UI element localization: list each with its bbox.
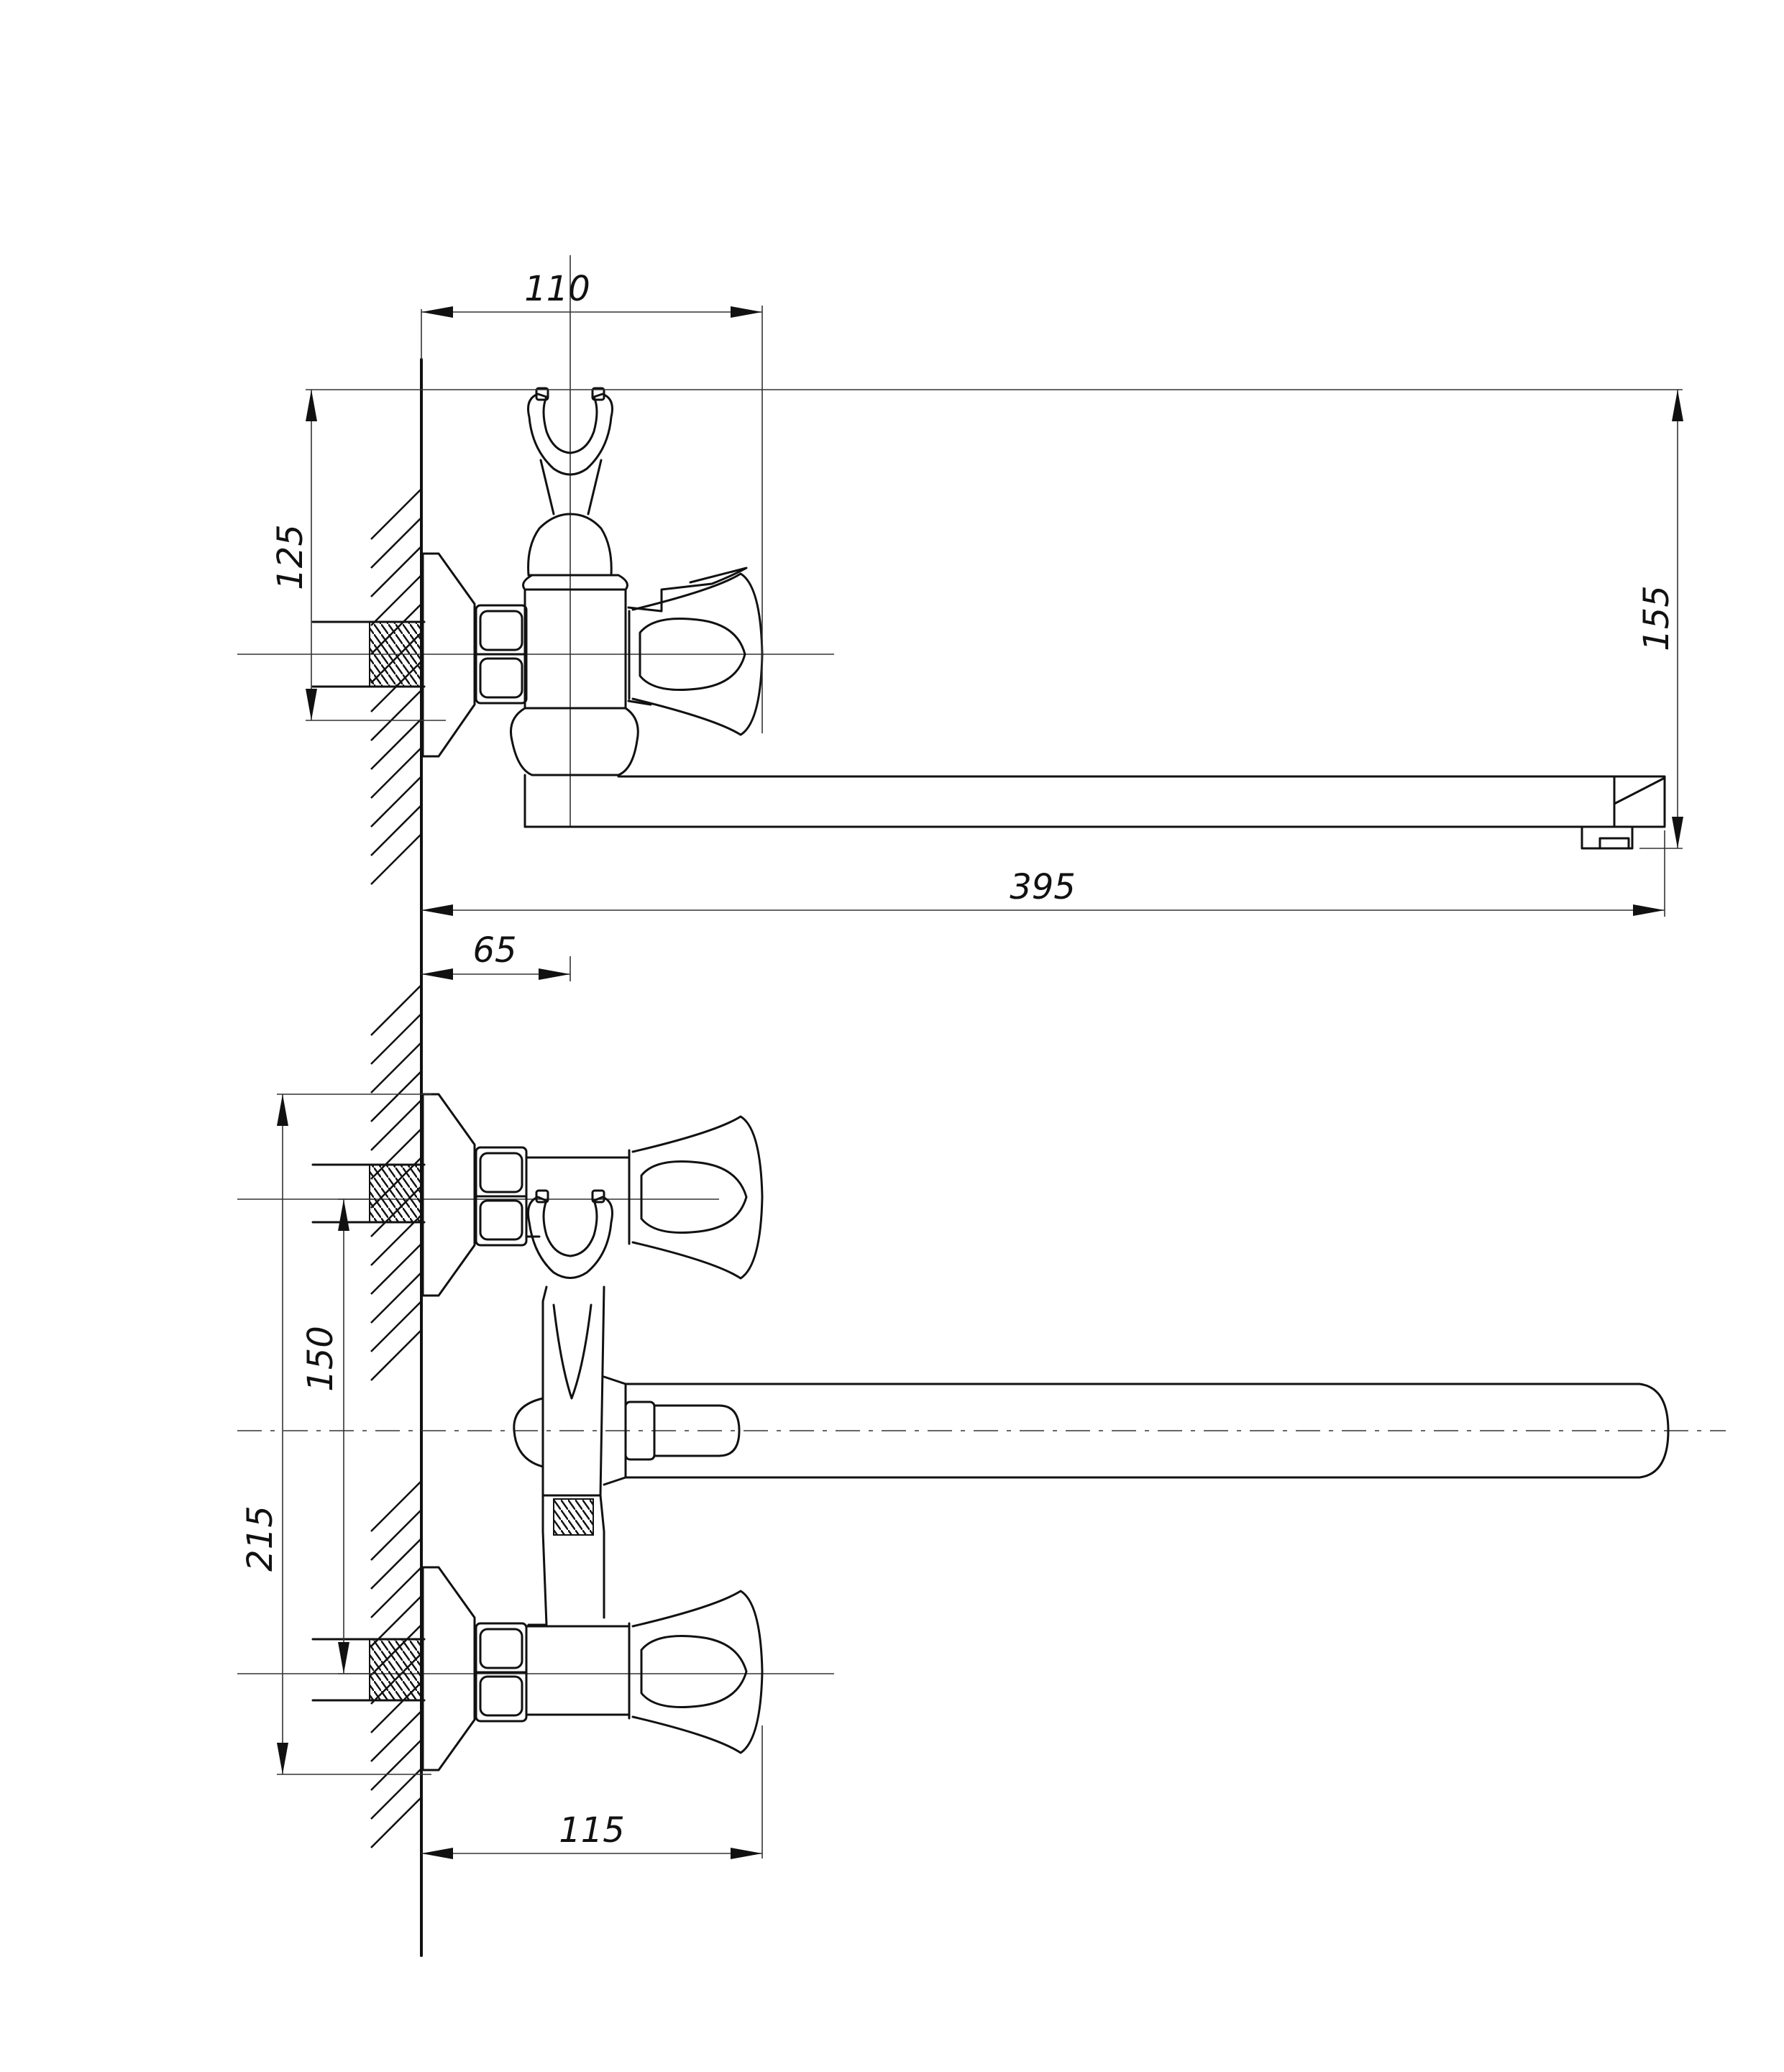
side-spout bbox=[523, 775, 1666, 850]
dim-150: 150 bbox=[301, 1198, 374, 1674]
side-cross-handle bbox=[627, 567, 764, 736]
front-upper-inlet bbox=[311, 1093, 631, 1297]
dim-395-label: 395 bbox=[1010, 867, 1076, 907]
dim-395: 395 bbox=[421, 830, 1665, 917]
dim-215-label: 215 bbox=[240, 1505, 280, 1572]
dim-110-label: 110 bbox=[524, 269, 590, 309]
dim-110: 110 bbox=[421, 269, 763, 733]
side-valve-body bbox=[510, 574, 639, 828]
front-lower-inlet bbox=[311, 1566, 631, 1771]
dim-125: 125 bbox=[270, 389, 575, 721]
front-mixer-body bbox=[513, 1285, 627, 1626]
dim-65-label: 65 bbox=[472, 930, 516, 971]
dim-115-label: 115 bbox=[559, 1810, 625, 1851]
side-flange bbox=[421, 552, 476, 758]
side-view: 110 125 155 395 bbox=[237, 255, 1683, 981]
front-diverter-knob bbox=[624, 1401, 741, 1461]
dim-155: 155 bbox=[575, 389, 1683, 849]
dim-125-label: 125 bbox=[270, 524, 311, 590]
front-shower-holder bbox=[527, 1189, 613, 1279]
dim-115: 115 bbox=[421, 1725, 763, 1859]
front-spout bbox=[624, 1383, 1670, 1479]
dim-65: 65 bbox=[421, 930, 571, 981]
dim-155-label: 155 bbox=[1637, 585, 1677, 651]
front-upper-handle bbox=[628, 1115, 764, 1280]
side-diverter-cap bbox=[527, 513, 613, 577]
dim-150-label: 150 bbox=[301, 1326, 341, 1392]
wall bbox=[370, 358, 423, 1957]
side-shower-holder bbox=[527, 387, 613, 515]
front-view: 150 215 115 bbox=[237, 1093, 1726, 1859]
dim-215: 215 bbox=[240, 1094, 431, 1775]
side-inlet-pipe bbox=[311, 620, 426, 688]
front-lower-handle bbox=[628, 1590, 764, 1754]
side-hex-nut bbox=[475, 604, 528, 705]
